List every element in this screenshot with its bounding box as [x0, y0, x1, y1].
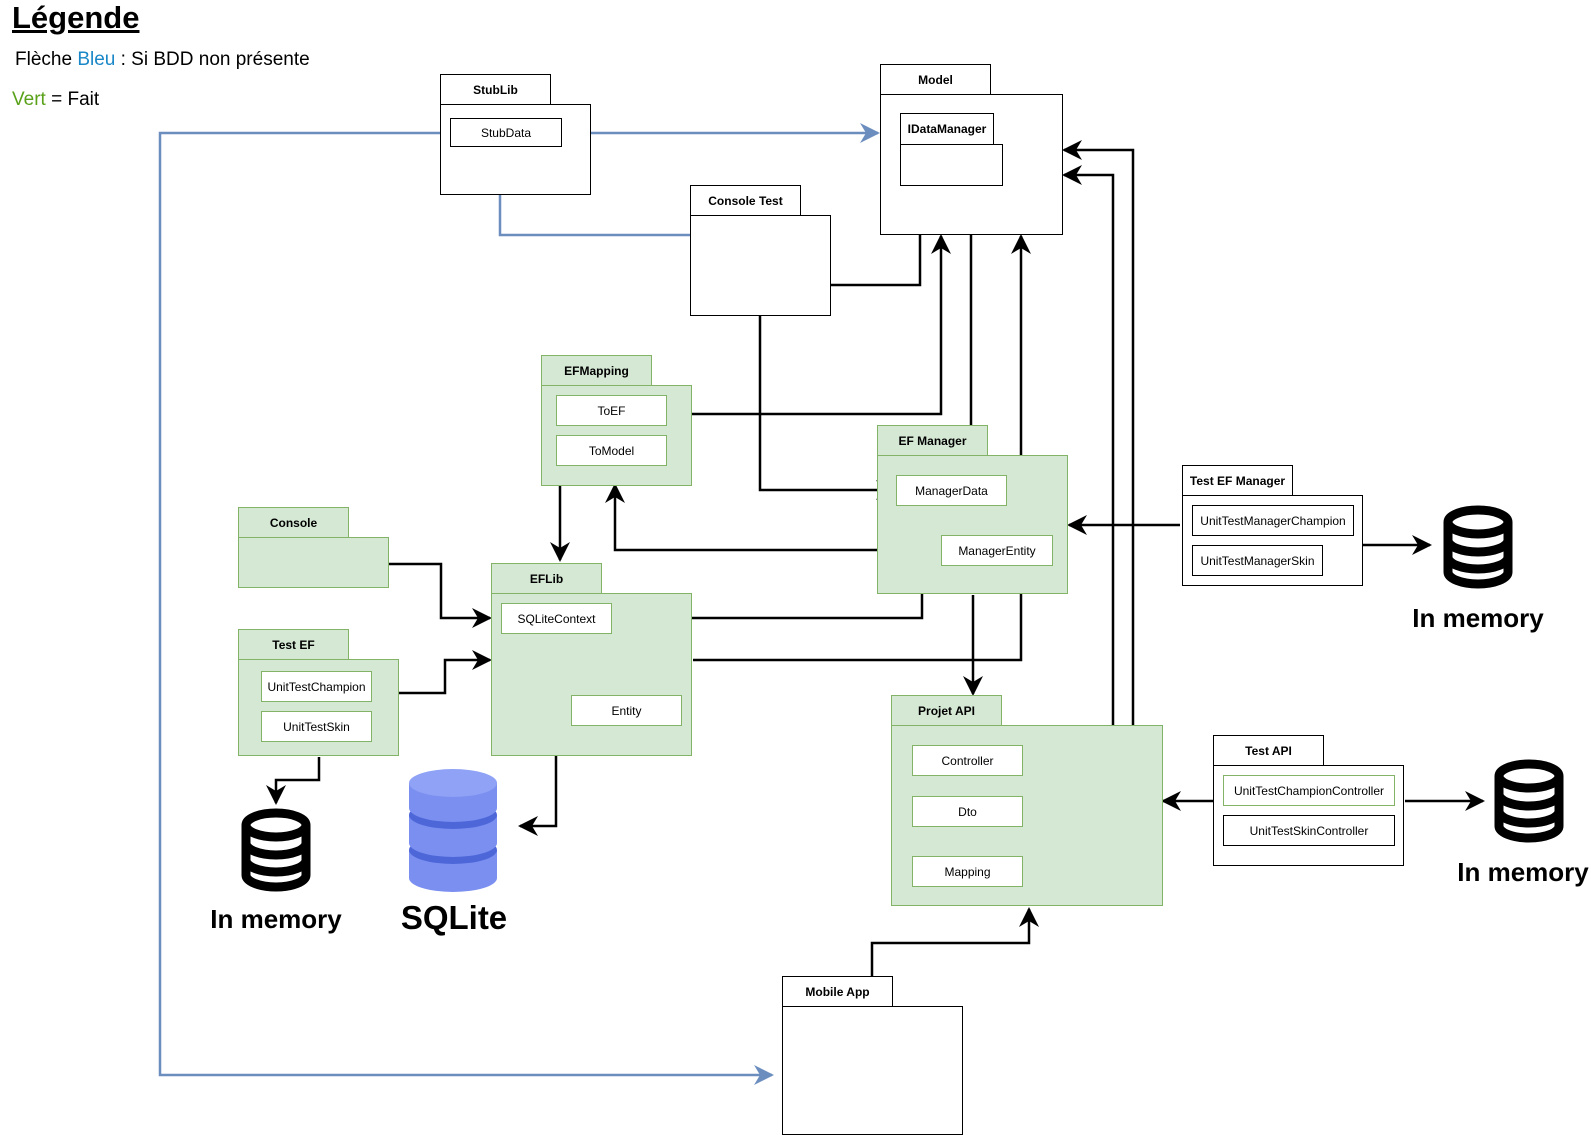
package-stublib-title: StubLib: [440, 74, 551, 105]
package-efmapping-title: EFMapping: [541, 355, 652, 386]
package-eflib-title: EFLib: [491, 563, 602, 594]
package-test-ef-title: Test EF: [238, 629, 349, 660]
class-unittestchampion: UnitTestChampion: [261, 671, 372, 702]
interface-idatamanager-title: IDataManager: [900, 113, 994, 145]
class-unittestchampioncontroller: UnitTestChampionController: [1223, 775, 1395, 806]
arrow-stubdata-to-mobileapp: [158, 131, 774, 1085]
package-mobile-app-title: Mobile App: [782, 976, 893, 1007]
sqlite-label: SQLite: [400, 899, 508, 936]
package-projet-api-title: Projet API: [891, 695, 1002, 726]
arrow-efmapping-to-model: [690, 234, 951, 416]
legend-blue-prefix: Flèche: [15, 49, 78, 70]
class-unittestmanagerchampion: UnitTestManagerChampion: [1192, 505, 1354, 536]
package-test-api-title: Test API: [1213, 735, 1324, 766]
class-stubdata: StubData: [450, 118, 562, 147]
class-dto: Dto: [912, 796, 1023, 827]
class-tomodel: ToModel: [556, 435, 667, 466]
package-console: [238, 537, 389, 588]
class-toef: ToEF: [556, 395, 667, 426]
package-ef-manager-title: EF Manager: [877, 425, 988, 456]
package-console-title: Console: [238, 507, 349, 538]
in-memory-label-1: In memory: [210, 904, 342, 934]
legend-blue-suffix: : Si BDD non présente: [115, 49, 310, 70]
class-mapping: Mapping: [912, 856, 1023, 887]
class-managerentity: ManagerEntity: [941, 535, 1053, 566]
interface-idatamanager: [900, 144, 1003, 186]
package-console-test: [690, 215, 831, 316]
in-memory-label-3: In memory: [1457, 857, 1589, 887]
in-memory-db-icon-1: [241, 808, 311, 892]
arrow-testef-to-eflib: [399, 650, 492, 695]
in-memory-db-icon-2: [1443, 505, 1513, 589]
arrow-consoletest-to-managerdata: [758, 316, 896, 500]
arrow-testef-to-inmemory: [266, 757, 321, 805]
class-unittestskincontroller: UnitTestSkinController: [1223, 815, 1395, 846]
package-mobile-app: [782, 1006, 963, 1135]
package-console-test-title: Console Test: [690, 185, 801, 216]
in-memory-label-2: In memory: [1412, 603, 1544, 633]
class-unittestskin: UnitTestSkin: [261, 711, 372, 742]
class-controller: Controller: [912, 745, 1023, 776]
package-model-title: Model: [880, 64, 991, 95]
legend-green-line: Vert = Fait: [12, 89, 99, 111]
class-entity: Entity: [571, 695, 682, 726]
arrow-managerentity-to-efmapping: [605, 483, 941, 552]
sqlite-db-icon: [409, 769, 497, 892]
arrow-eflib-to-model: [693, 234, 1031, 662]
legend-title: Légende: [12, 0, 140, 35]
class-managerdata: ManagerData: [896, 475, 1007, 506]
legend-green-word: Vert: [12, 89, 46, 110]
arrow-mobileapp-to-projetapi: [870, 907, 1039, 977]
arrow-console-to-eflib: [389, 562, 492, 628]
class-sqlitecontext: SQLiteContext: [501, 603, 612, 634]
legend-green-suffix: = Fait: [45, 89, 100, 110]
in-memory-db-icon-3: [1494, 759, 1564, 843]
class-unittestmanagerskin: UnitTestManagerSkin: [1192, 545, 1323, 576]
package-test-ef-manager-title: Test EF Manager: [1182, 465, 1293, 496]
legend-blue-line: Flèche Bleu : Si BDD non présente: [15, 49, 310, 71]
legend-blue-word: Bleu: [77, 49, 116, 70]
